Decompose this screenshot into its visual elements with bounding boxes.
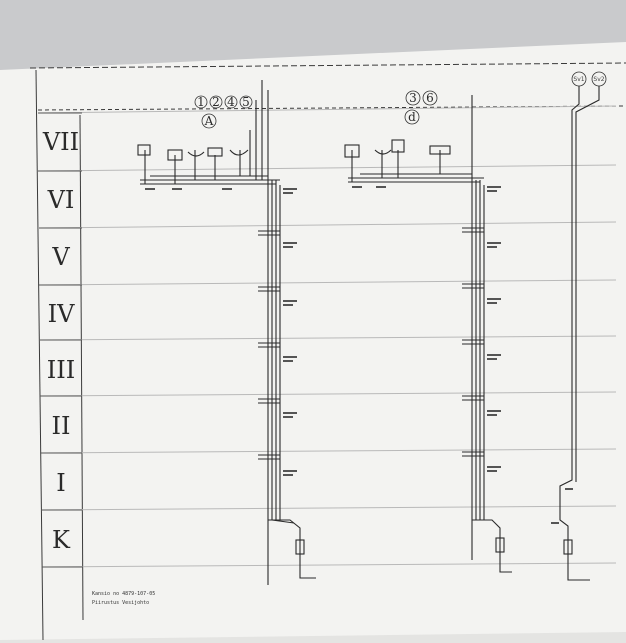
riser-number-1: 1	[197, 95, 205, 109]
floor-label-III: III	[47, 356, 75, 384]
riser-letter-A: A	[204, 114, 214, 128]
pipe-annotations	[145, 186, 573, 524]
riser-number-2: 2	[212, 95, 220, 109]
riser-letter-d: d	[408, 110, 416, 124]
riser-number-4: 4	[227, 95, 235, 109]
floor-label-IV: IV	[48, 300, 75, 328]
paper-background	[0, 42, 626, 643]
floor-label-V: V	[51, 243, 70, 271]
paper-shadow	[0, 632, 626, 643]
riser-number-5: 5	[242, 95, 250, 109]
title-block-line-1: Kansio no 4879-107-05	[92, 591, 155, 597]
middle-floor-branches	[462, 227, 484, 457]
floor-label-II: II	[52, 412, 71, 440]
left-riser-system	[137, 80, 316, 585]
right-riser-system	[559, 86, 600, 581]
left-riser-markers	[194, 95, 253, 129]
riser-number-6: 6	[426, 91, 434, 105]
riser-label-sv2: Sv2	[593, 76, 604, 83]
middle-riser-markers	[404, 90, 438, 125]
floor-label-VII: VII	[42, 128, 79, 156]
floor-lines	[37, 105, 617, 568]
left-floor-branches	[258, 230, 280, 460]
floor-column-border	[38, 112, 83, 568]
middle-riser-system	[344, 95, 512, 573]
floor-label-I: I	[56, 469, 65, 497]
riser-number-3: 3	[409, 91, 417, 105]
floor-label-K: K	[52, 526, 71, 554]
floor-label-VI: VI	[47, 186, 75, 214]
floor-labels: VII VI V IV III II I K	[42, 128, 79, 554]
riser-label-sv1: Sv1	[573, 76, 584, 83]
title-block-line-2: Piirustus Vesijohto	[92, 600, 149, 606]
